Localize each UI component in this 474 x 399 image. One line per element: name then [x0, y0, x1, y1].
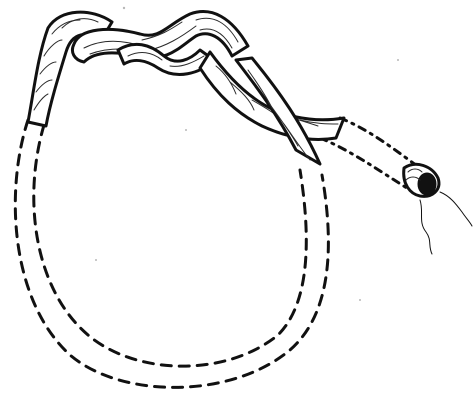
tail-upper-dash — [340, 118, 420, 168]
dashed-loop-icon — [15, 120, 328, 387]
frayed-fibers-icon — [420, 192, 472, 254]
loose-end-icon — [404, 164, 439, 196]
loop-inner-dash — [34, 125, 307, 366]
tail-lower-dash — [320, 138, 410, 190]
loop-outer-dash — [15, 120, 328, 387]
rope-body-icon — [28, 12, 344, 164]
loose-end-cap — [418, 173, 436, 195]
fiber-long — [420, 200, 432, 254]
fiber-short — [440, 192, 472, 226]
